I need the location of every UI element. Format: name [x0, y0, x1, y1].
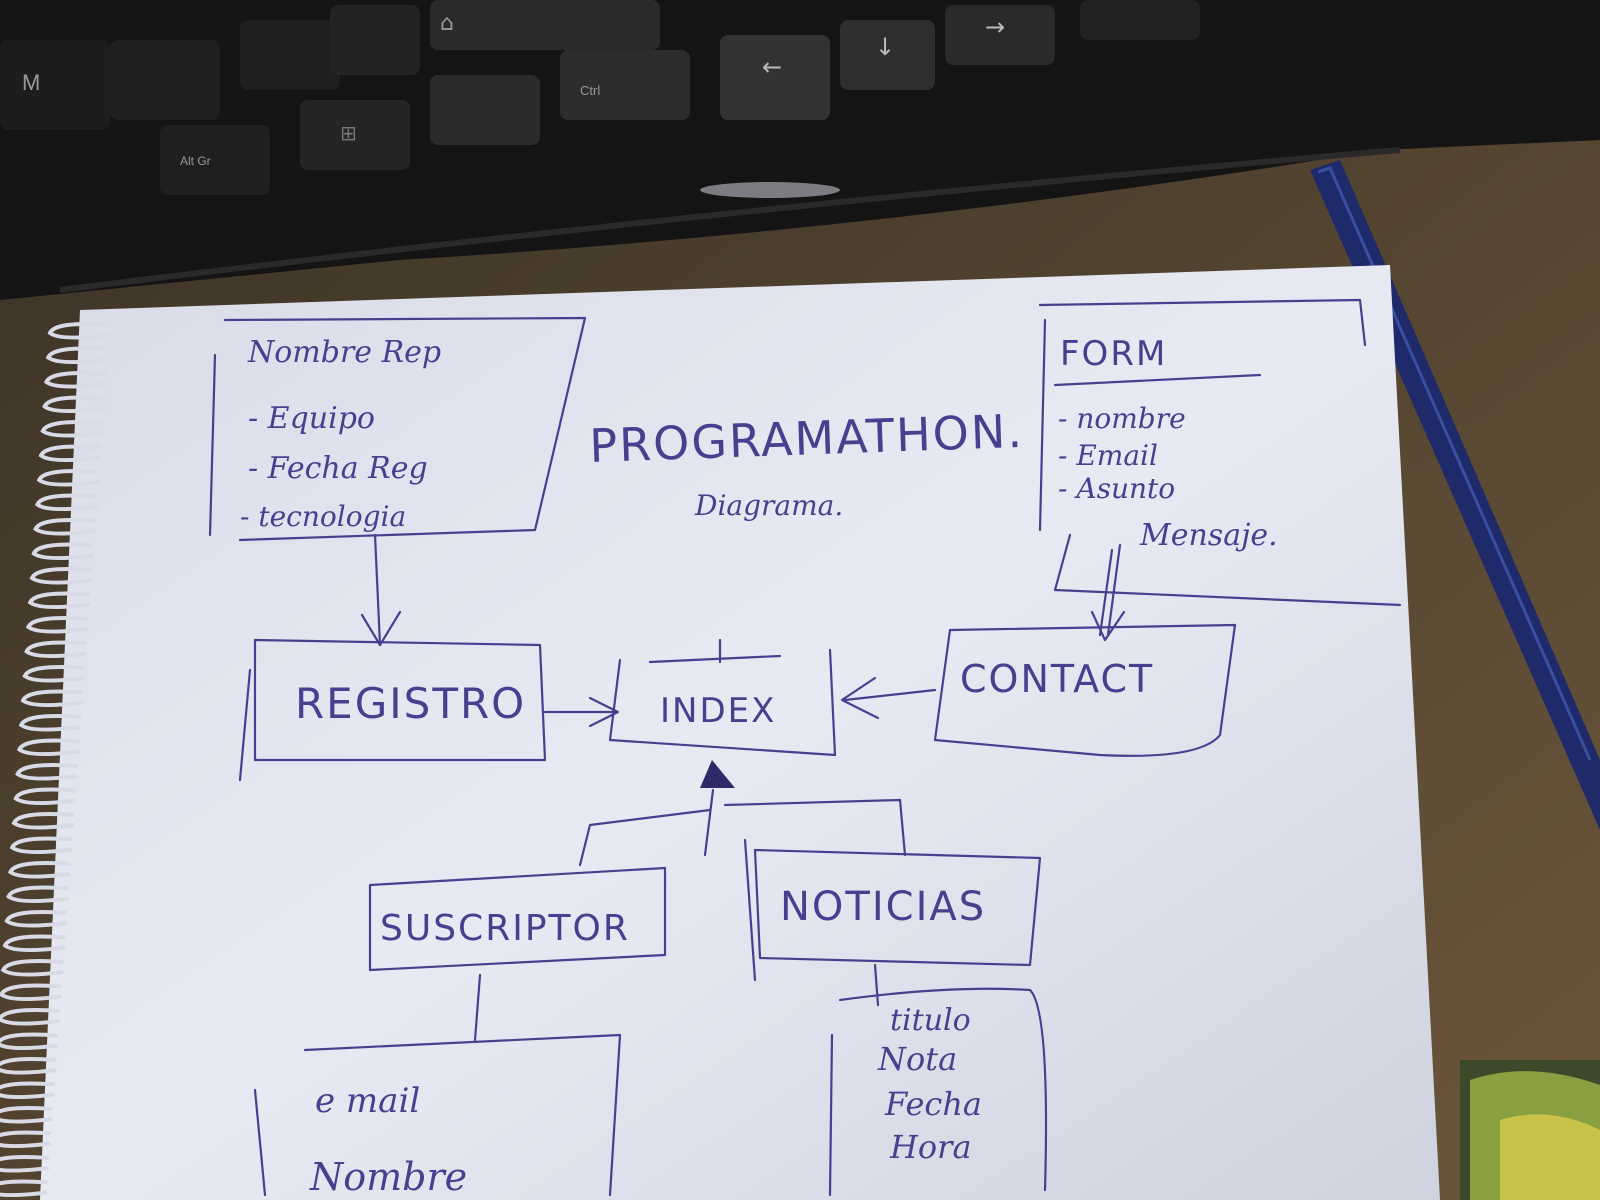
- spiral-binding: [0, 322, 111, 1198]
- spiral-ring: [0, 1057, 57, 1075]
- form-field-0: - nombre: [1058, 402, 1186, 435]
- key-ctrl: Ctrl: [580, 83, 600, 98]
- spiral-ring: [45, 346, 109, 365]
- form-heading: FORM: [1060, 334, 1167, 374]
- spiral-ring: [0, 1008, 60, 1026]
- object-bottom-right: [1460, 1060, 1600, 1200]
- arrow-right-icon: →: [985, 13, 1005, 41]
- spiral-ring: [33, 518, 96, 536]
- key-altgr: Alt Gr: [180, 154, 211, 168]
- arrow-down-icon: ↓: [875, 33, 895, 61]
- keyboard: M Alt Gr Ctrl ⌂ ← ↓ → ⊞: [0, 0, 1600, 300]
- spiral-ring: [11, 812, 75, 830]
- node-noticias: NOTICIAS: [780, 884, 986, 930]
- spiral-ring: [18, 714, 82, 732]
- spiral-ring: [0, 1155, 50, 1173]
- noticias-field-0: titulo: [890, 1003, 971, 1038]
- spiral-ring: [13, 787, 77, 806]
- registro-field-0: Nombre Rep: [247, 335, 441, 370]
- inheritance-marker: [700, 760, 735, 788]
- spiral-ring: [42, 395, 105, 414]
- windows-icon: ⊞: [340, 121, 357, 145]
- spiral-ring: [0, 1106, 53, 1124]
- spiral-ring: [36, 469, 100, 487]
- spiral-ring: [2, 934, 66, 953]
- spiral-ring: [20, 689, 84, 708]
- spiral-ring: [0, 1032, 59, 1051]
- node-registro: REGISTRO: [295, 679, 526, 728]
- arrow-left-icon: ←: [762, 53, 782, 81]
- form-field-2: - Asunto: [1058, 472, 1175, 505]
- spiral-ring: [0, 1130, 51, 1149]
- spiral-ring: [6, 885, 69, 904]
- spiral-ring: [25, 616, 89, 634]
- spiral-ring: [29, 567, 93, 585]
- spiral-ring: [47, 322, 111, 340]
- spiral-ring: [0, 959, 64, 977]
- noticias-field-2: Fecha: [884, 1085, 982, 1123]
- spiral-ring: [34, 493, 98, 512]
- home-icon: ⌂: [440, 11, 454, 36]
- suscriptor-field-1: Nombre: [309, 1155, 467, 1199]
- key-m: M: [22, 70, 40, 95]
- diagram-subtitle: Diagrama.: [694, 489, 843, 522]
- registro-field-2: - Fecha Reg: [248, 451, 428, 486]
- spiral-ring: [31, 542, 95, 561]
- suscriptor-field-0: e mail: [315, 1081, 420, 1121]
- spiral-ring: [27, 591, 91, 610]
- spiral-ring: [24, 640, 87, 659]
- noticias-field-3: Hora: [889, 1128, 972, 1166]
- spiral-ring: [0, 983, 62, 1002]
- spiral-ring: [43, 371, 107, 389]
- spiral-ring: [0, 1081, 55, 1100]
- spiral-ring: [7, 861, 71, 879]
- noticias-field-1: Nota: [877, 1040, 957, 1078]
- spiral-ring: [4, 910, 68, 928]
- spiral-ring: [9, 836, 73, 855]
- spiral-ring: [40, 420, 104, 438]
- spiral-ring: [15, 763, 78, 781]
- node-suscriptor: SUSCRIPTOR: [380, 908, 630, 949]
- spiral-ring: [22, 665, 86, 683]
- registro-field-3: - tecnologia: [240, 500, 406, 533]
- node-index: INDEX: [660, 691, 776, 731]
- spiral-ring: [38, 444, 102, 463]
- diagram: Nombre Rep - Equipo - Fecha Reg - tecnol…: [208, 298, 1402, 1199]
- spiral-ring: [16, 738, 80, 757]
- registro-field-1: - Equipo: [248, 401, 375, 436]
- notebook-page: [40, 265, 1440, 1200]
- spiral-ring: [0, 1179, 48, 1198]
- node-contact: CONTACT: [960, 657, 1154, 701]
- form-field-3: Mensaje.: [1139, 518, 1278, 553]
- form-field-1: - Email: [1058, 439, 1158, 472]
